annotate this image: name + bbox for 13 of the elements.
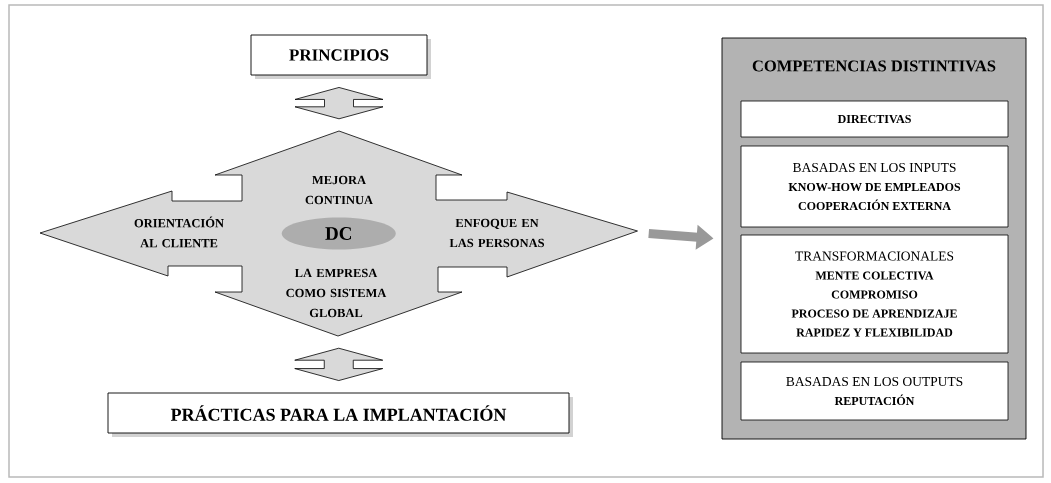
- category-box: TRANSFORMACIONALES MENTE COLECTIVA COMPROMISO PROCESO DE APRENDIZAJE RAPIDEZ Y FLEXIBILIDAD: [740, 234, 1009, 354]
- arrow-label: MEJORA CONTINUA: [305, 175, 373, 205]
- category-box: BASADAS EN LOS OUTPUTS REPUTACIÓN: [740, 361, 1009, 421]
- title-box: PRÁCTICAS PARA LA IMPLANTACIÓN: [107, 392, 573, 437]
- arrow-label: LA EMPRESA COMO SISTEMA GLOBAL: [286, 268, 387, 318]
- arrow-label: ENFOQUE EN LAS PERSONAS: [449, 218, 545, 248]
- center-oval: DC: [281, 217, 396, 250]
- category-box: BASADAS EN LOS INPUTS KNOW-HOW DE EMPLEADOS COOPERACIÓN EXTERNA: [740, 145, 1009, 228]
- double-arrow: [294, 87, 384, 120]
- arrow-label: ORIENTACIÓN AL CLIENTE: [134, 216, 224, 248]
- category-box: DIRECTIVAS: [740, 100, 1009, 138]
- title-box: PRINCIPIOS: [250, 34, 431, 79]
- double-arrow: [294, 347, 384, 381]
